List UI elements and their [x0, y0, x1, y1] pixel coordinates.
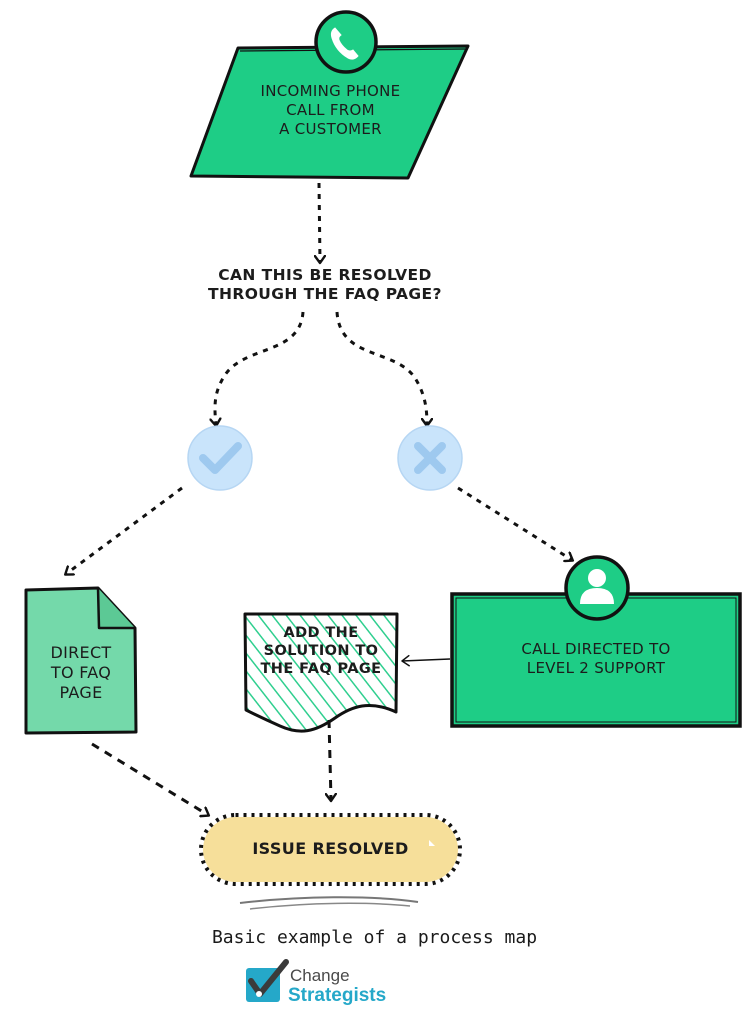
arrow-question-to-yes: [215, 311, 305, 425]
arrow-no-to-level2: [457, 486, 572, 560]
caption: Basic example of a process map: [211, 927, 538, 948]
add-solution-label: ADD THE SOLUTION TO THE FAQ PAGE: [260, 625, 382, 678]
resolved-underline: [239, 896, 419, 910]
arrow-call-to-question: [319, 182, 320, 262]
incoming-call-label: INCOMING PHONE CALL FROM A CUSTOMER: [260, 82, 401, 138]
person-icon: [564, 555, 630, 621]
add-solution-node: [243, 612, 399, 733]
brand-name-bottom: Strategists: [288, 985, 387, 1006]
check-icon: [187, 425, 253, 491]
level2-label: CALL DIRECTED TO LEVEL 2 SUPPORT: [521, 640, 671, 677]
arrow-add-solution-to-resolved: [329, 719, 331, 800]
arrow-yes-to-faq: [66, 486, 183, 574]
decision-question-label: CAN THIS BE RESOLVED THROUGH THE FAQ PAG…: [208, 266, 442, 304]
direct-faq-node: [24, 586, 138, 735]
arrow-question-to-no: [335, 311, 427, 425]
phone-icon: [314, 10, 378, 74]
resolved-node: [199, 813, 462, 886]
arrow-level2-to-add-solution: [401, 654, 451, 667]
arrow-faq-to-resolved: [91, 742, 208, 815]
direct-faq-label: DIRECT TO FAQ PAGE: [50, 643, 112, 702]
resolved-label: ISSUE RESOLVED: [252, 839, 409, 858]
brand-name-top: Change: [290, 966, 350, 985]
x-icon: [397, 425, 463, 491]
brand-logo-icon: [246, 959, 289, 1002]
